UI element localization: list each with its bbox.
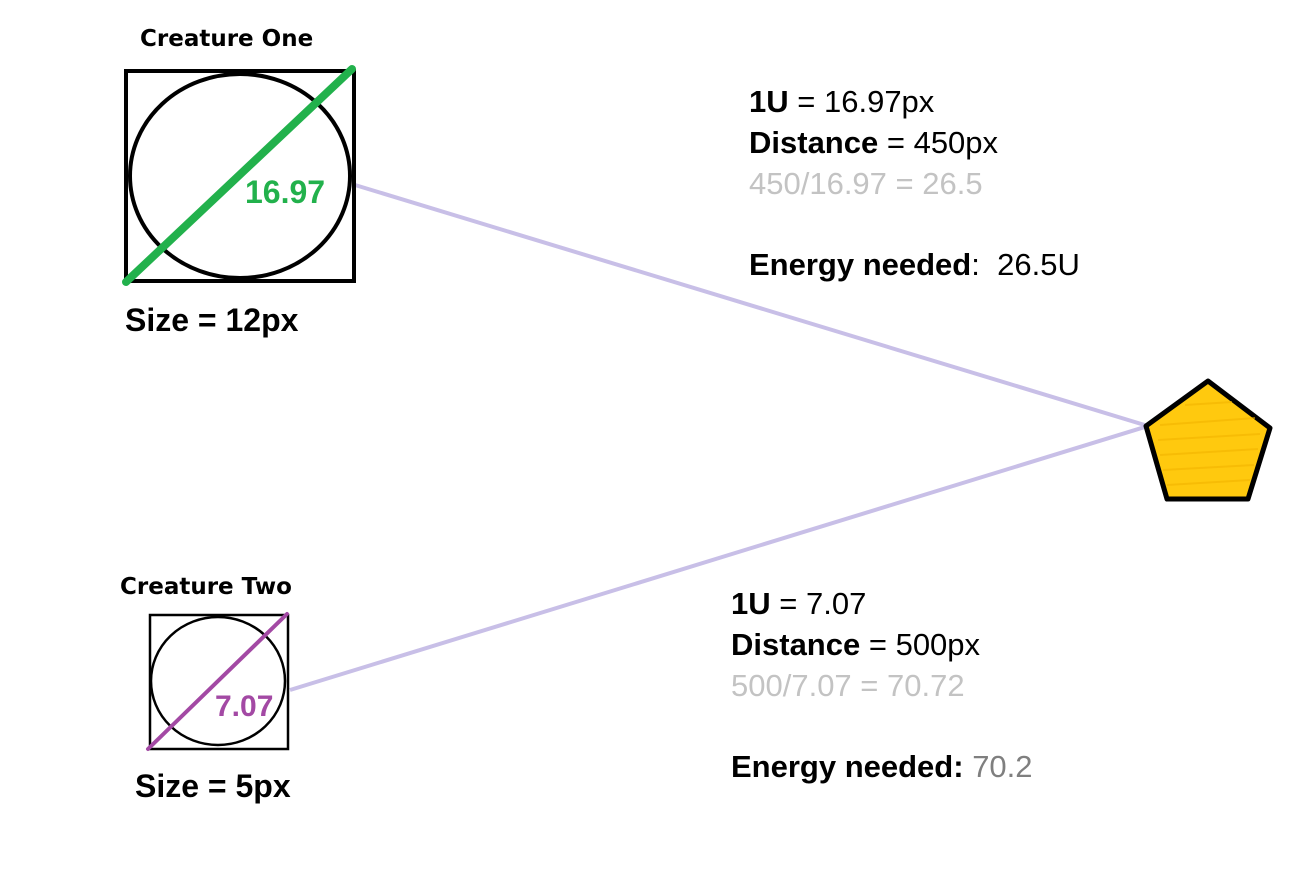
unit-row: 1U = 7.07 (731, 583, 1033, 624)
creature-one-info: 1U = 16.97px Distance = 450px 450/16.97 … (749, 81, 1080, 285)
creature-two-size-label: Size = 5px (135, 768, 291, 804)
creature-two-circle (149, 615, 287, 747)
creature-one-circle (128, 72, 352, 280)
energy-value: 70.2 (972, 749, 1033, 784)
energy-label: Energy needed: (731, 749, 964, 784)
distance-value: = 500px (868, 627, 981, 662)
unit-value: = 7.07 (779, 586, 867, 621)
energy-colon: : (971, 247, 980, 282)
energy-value: 26.5U (997, 247, 1080, 282)
creature-one-size-label: Size = 12px (125, 302, 299, 338)
creature-one-title: Creature One (140, 26, 314, 52)
calculation-row: 450/16.97 = 26.5 (749, 166, 983, 201)
creature-one-shape (122, 65, 356, 286)
energy-row: Energy needed: 70.2 (731, 746, 1033, 787)
creature-two-info: 1U = 7.07 Distance = 500px 500/7.07 = 70… (731, 583, 1033, 787)
creature-two-title: Creature Two (120, 574, 292, 600)
creature-two-shape (146, 612, 290, 751)
unit-label: 1U (731, 586, 771, 621)
pentagon-icon (1143, 378, 1273, 502)
distance-value: = 450px (886, 125, 999, 160)
distance-label: Distance (749, 125, 879, 160)
creature-two-diagonal-value: 7.07 (215, 690, 273, 723)
creature-one-diagonal (122, 65, 356, 286)
connector-line-two (289, 424, 1149, 692)
unit-label: 1U (749, 84, 789, 119)
unit-value: = 16.97px (797, 84, 935, 119)
energy-label: Energy needed (749, 247, 972, 282)
creature-one-diagonal-value: 16.97 (245, 174, 325, 210)
pentagon-texture (1157, 401, 1261, 486)
creature-one-bounding-box (124, 69, 356, 283)
connector-line-one (354, 183, 1149, 428)
unit-row: 1U = 16.97px (749, 81, 1080, 122)
creature-two-diagonal (146, 612, 289, 751)
calculation-row: 500/7.07 = 70.72 (731, 668, 965, 703)
distance-row: Distance = 500px (731, 624, 1033, 665)
energy-row: Energy needed: 26.5U (749, 244, 1080, 285)
distance-label: Distance (731, 627, 861, 662)
distance-row: Distance = 450px (749, 122, 1080, 163)
